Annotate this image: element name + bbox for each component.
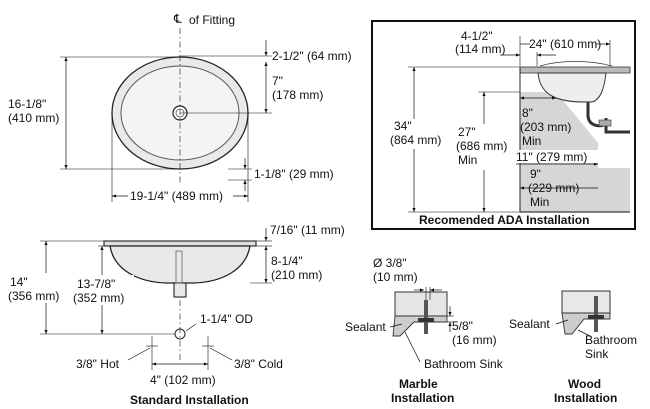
dim-length-a: 16-1/8" bbox=[8, 97, 46, 111]
marble-label-sealant: Sealant bbox=[345, 320, 386, 334]
std-dim-supply: 4" (102 mm) bbox=[150, 373, 216, 387]
std-dim-outlet-a: 13-7/8" bbox=[77, 277, 115, 291]
dim-drain-a: 7" bbox=[272, 74, 283, 88]
ada-dim-knee-b: (686 mm) bbox=[456, 139, 507, 153]
ada-dim-offset-b: (114 mm) bbox=[455, 42, 505, 56]
marble-dim-thick-a: 5/8" bbox=[452, 319, 473, 333]
ada-dim-offset-a: 4-1/2" bbox=[461, 29, 493, 43]
std-dim-bowl-a: 8-1/4" bbox=[271, 254, 303, 268]
ada-dim-height-b: (864 mm) bbox=[390, 133, 441, 147]
standard-view: 14" (356 mm) 13-7/8" (352 mm) 7/16" (11 … bbox=[6, 223, 345, 407]
ada-dim-knee-c: Min bbox=[458, 153, 477, 167]
ada-panel: 4-1/2" (114 mm) 24" (610 mm) 34" (864 mm… bbox=[371, 20, 636, 230]
dim-length-b: (410 mm) bbox=[8, 111, 59, 125]
ada-dim-knee-a: 27" bbox=[458, 125, 476, 139]
ada-dim-toe8-c: Min bbox=[522, 134, 541, 148]
marble-dim-bolt-b: (10 mm) bbox=[373, 270, 418, 284]
ada-dim-11: 11" (279 mm) bbox=[516, 150, 587, 164]
std-dim-overflow: 7/16" (11 mm) bbox=[270, 223, 345, 237]
ada-dim-toe9-c: Min bbox=[530, 195, 549, 209]
wood-label-sink-b: Sink bbox=[585, 347, 609, 361]
wood-label-sealant: Sealant bbox=[509, 317, 550, 331]
ada-dim-depth: 24" (610 mm) bbox=[529, 37, 601, 51]
marble-caption-a: Marble bbox=[399, 377, 438, 391]
centerline-label: of Fitting bbox=[189, 13, 235, 27]
std-caption: Standard Installation bbox=[130, 393, 249, 407]
centerline-symbol: ℄ bbox=[173, 12, 182, 26]
ada-dim-toe8-b: (203 mm) bbox=[520, 120, 571, 134]
ada-dim-height-a: 34" bbox=[394, 119, 412, 133]
std-dim-total-b: (356 mm) bbox=[8, 289, 59, 303]
dim-drain-b: (178 mm) bbox=[272, 88, 323, 102]
ada-dim-toe8-a: 8" bbox=[522, 106, 533, 120]
dim-rim: 1-1/8" (29 mm) bbox=[254, 167, 334, 181]
wood-caption-b: Installation bbox=[554, 391, 617, 405]
std-dim-total-a: 14" bbox=[10, 275, 28, 289]
ada-dim-toe9-b: (229 mm) bbox=[528, 181, 579, 195]
ada-caption: Recomended ADA Installation bbox=[419, 213, 589, 227]
std-dim-od: 1-1/4" OD bbox=[200, 312, 253, 326]
marble-detail: Ø 3/8" (10 mm) 5/8" (16 mm) Sealant Bath… bbox=[345, 256, 504, 405]
std-dim-bowl-b: (210 mm) bbox=[271, 268, 322, 282]
marble-label-sink: Bathroom Sink bbox=[424, 357, 504, 371]
wood-detail: Sealant Bathroom Sink Wood Installation bbox=[509, 290, 637, 405]
std-label-cold: 3/8" Cold bbox=[234, 357, 283, 371]
marble-dim-bolt-a: Ø 3/8" bbox=[373, 256, 407, 270]
std-dim-outlet-b: (352 mm) bbox=[73, 291, 124, 305]
top-view: ℄ of Fitting 2-1/2" (64 mm) 7" (178 mm) … bbox=[8, 12, 352, 203]
ada-dim-toe9-a: 9" bbox=[530, 167, 541, 181]
marble-dim-thick-b: (16 mm) bbox=[452, 333, 497, 347]
wood-label-sink-a: Bathroom bbox=[585, 333, 637, 347]
dim-top-offset: 2-1/2" (64 mm) bbox=[272, 49, 352, 63]
dim-width: 19-1/4" (489 mm) bbox=[130, 189, 223, 203]
wood-caption-a: Wood bbox=[568, 377, 601, 391]
marble-caption-b: Installation bbox=[391, 391, 454, 405]
std-label-hot: 3/8" Hot bbox=[76, 357, 120, 371]
